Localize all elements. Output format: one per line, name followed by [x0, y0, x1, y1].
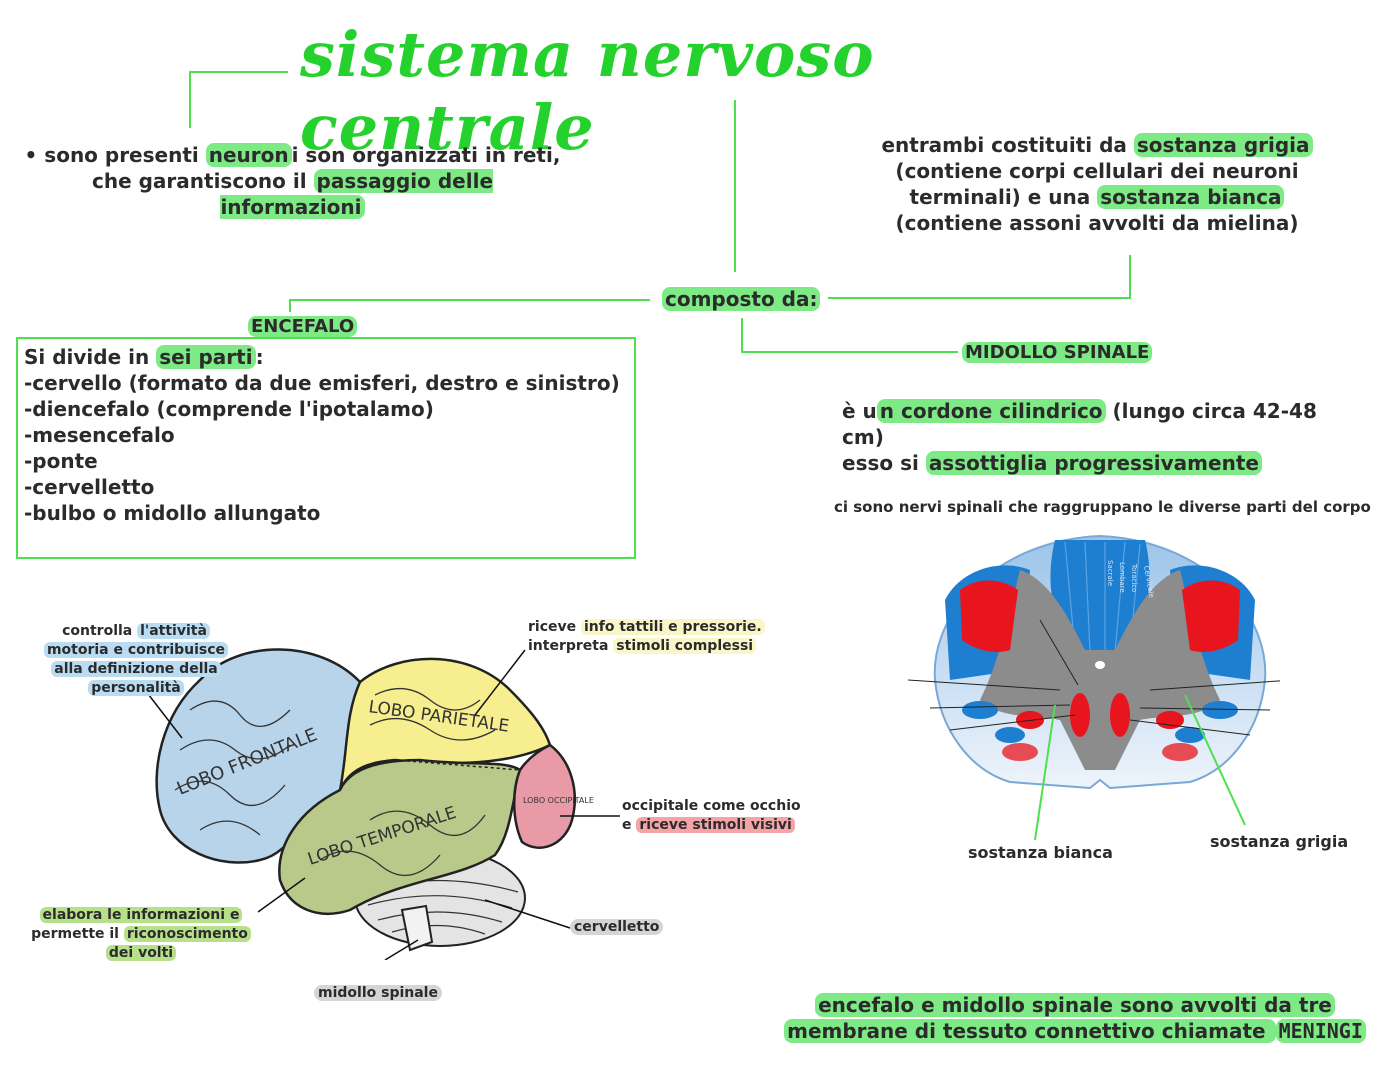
- pointer-bianca: [1034, 704, 1056, 840]
- sostanza-grigia-label: sostanza grigia: [1210, 832, 1349, 851]
- composto-label: composto da:: [662, 286, 821, 312]
- brain-illustration: LOBO FRONTALE LOBO PARIETALE LOBO TEMPOR…: [144, 648, 620, 960]
- midollo-spinale-label: midollo spinale: [314, 984, 442, 1003]
- label-occipitale: LOBO OCCIPITALE: [523, 796, 594, 805]
- pointer-parietale: [474, 649, 526, 716]
- sostanze-post: (contiene assoni avvolti da mielina): [895, 211, 1299, 235]
- midollo-label: MIDOLLO SPINALE: [962, 340, 1153, 366]
- nervi-text: ci sono nervi spinali che raggruppano le…: [834, 498, 1371, 516]
- neuroni-mid: i son organizzati in reti, che garantisc…: [91, 143, 561, 193]
- sostanze-mid: (contiene corpi cellulari dei neuroni te…: [895, 159, 1299, 209]
- encefalo-box: [16, 337, 636, 559]
- left-branch-connector: [289, 299, 650, 312]
- pointer-grigia: [1184, 694, 1246, 826]
- sostanze-hl1: sostanza grigia: [1133, 133, 1313, 157]
- encefalo-item: -cervelletto: [24, 475, 155, 499]
- frontale-note: controlla l'attività motoria e contribui…: [36, 622, 236, 698]
- sostanza-bianca-label: sostanza bianca: [968, 843, 1113, 862]
- occipital-lobe-shape: [512, 743, 576, 849]
- tract-label: Toracico: [1130, 563, 1138, 592]
- cervelletto-label: cervelletto: [570, 918, 664, 937]
- encefalo-intro: Si divide in sei parti:: [24, 345, 264, 369]
- encefalo-label: ENCEFALO: [248, 314, 358, 340]
- pointer-midollo: [384, 939, 419, 960]
- sostanze-pre: entrambi costituiti da: [881, 133, 1134, 157]
- meningi-text: encefalo e midollo spinale sono avvolti …: [780, 992, 1370, 1044]
- sostanze-hl2: sostanza bianca: [1097, 185, 1285, 209]
- pointer-temporale: [257, 877, 306, 913]
- encefalo-item: -cervello (formato da due emisferi, dest…: [24, 371, 620, 395]
- occipitale-note: occipitale come occhio e riceve stimoli …: [622, 798, 801, 833]
- sostanze-text: entrambi costituiti da sostanza grigia (…: [872, 132, 1322, 236]
- spinal-cord-illustration: Sacrale Lombare Toracico Cervicale: [907, 534, 1280, 840]
- page-title: sistema nervoso centrale: [300, 18, 875, 164]
- encefalo-item: -mesencefalo: [24, 423, 175, 447]
- encefalo-item: -ponte: [24, 449, 98, 473]
- temporal-lobe-shape: [278, 758, 522, 915]
- encefalo-item: -diencefalo (comprende l'ipotalamo): [24, 397, 434, 421]
- brainstem-shape: [400, 904, 434, 952]
- parietal-lobe-shape: [338, 657, 552, 791]
- title-left-connector: [189, 71, 288, 128]
- parietale-note: riceve info tattili e pressorie. interpr…: [528, 618, 808, 656]
- pointer-frontale: [144, 689, 183, 739]
- encefalo-list: Si divide in sei parti: -cervello (forma…: [24, 344, 632, 526]
- neuroni-hl1: neuron: [205, 143, 292, 167]
- midollo-connector: [741, 318, 958, 353]
- tract-label: Sacrale: [1106, 560, 1114, 586]
- right-branch-connector: [828, 255, 1131, 299]
- pointer-cervelletto: [484, 899, 571, 929]
- tract-label: Lombare: [1118, 562, 1126, 593]
- encefalo-item: -bulbo o midollo allungato: [24, 501, 321, 525]
- neuroni-pre: • sono presenti: [24, 143, 206, 167]
- temporale-note: elabora le informazioni e permette il ri…: [26, 906, 256, 963]
